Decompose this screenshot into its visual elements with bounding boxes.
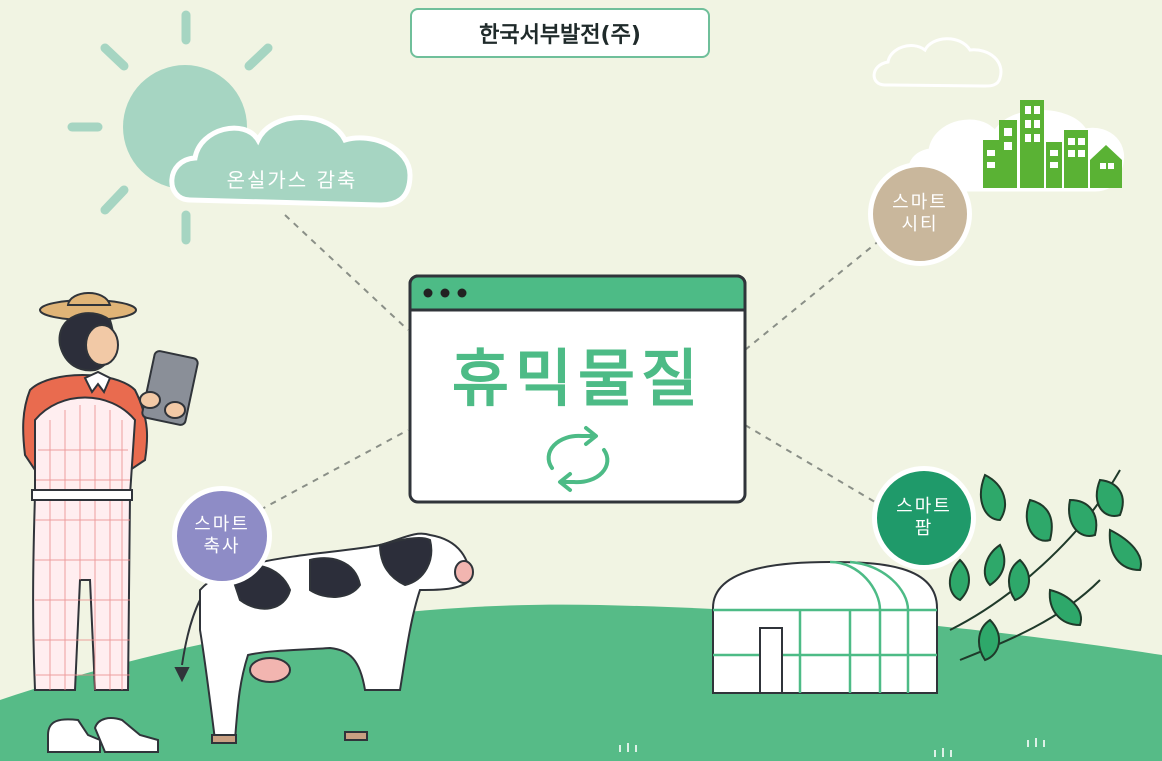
connector-lines bbox=[259, 214, 881, 511]
smart-livestock-line2: 축사 bbox=[203, 536, 241, 557]
smart-farm-line2: 팜 bbox=[914, 518, 934, 539]
smart-city-badge: 스마트 시티 bbox=[868, 162, 972, 266]
smart-farm-line1: 스마트 bbox=[896, 496, 952, 517]
small-cloud-icon bbox=[872, 37, 1003, 88]
header-title: 한국서부발전(주) bbox=[410, 8, 710, 58]
humic-substance-title: 휴믹물질 bbox=[451, 342, 705, 415]
cloud-icon bbox=[169, 115, 413, 208]
recycle-icon bbox=[546, 426, 610, 492]
greenhouse-icon bbox=[712, 560, 938, 694]
city-icon bbox=[908, 100, 1124, 192]
smart-farm-badge: 스마트 팜 bbox=[872, 466, 976, 570]
smart-livestock-badge: 스마트 축사 bbox=[172, 486, 272, 586]
farmer-icon bbox=[22, 292, 199, 753]
main-window bbox=[408, 274, 747, 504]
greenhouse-gas-reduction-label: 온실가스 감축 bbox=[226, 167, 358, 192]
plant-icon bbox=[948, 469, 1142, 662]
grass-tufts bbox=[619, 738, 1045, 757]
smart-city-line1: 스마트 bbox=[892, 192, 948, 213]
smart-city-line2: 시티 bbox=[901, 214, 939, 235]
smart-livestock-line1: 스마트 bbox=[194, 514, 250, 535]
